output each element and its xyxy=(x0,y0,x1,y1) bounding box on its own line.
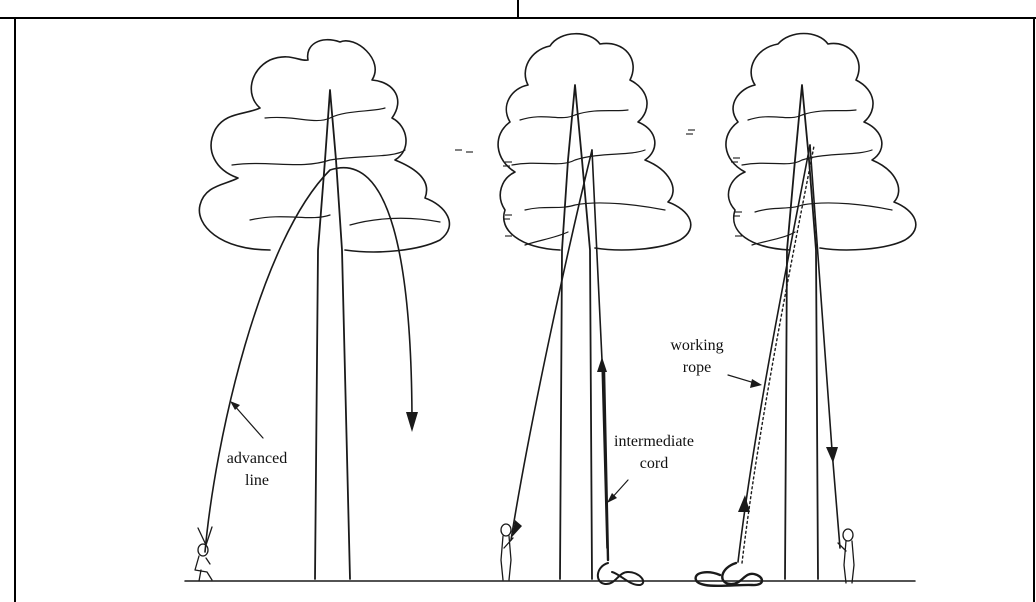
arrowhead-intermediate-cord-up xyxy=(597,357,607,372)
arrowhead-advanced-line-down xyxy=(406,412,418,432)
tree-1-trunk xyxy=(315,90,350,579)
tree-1-canopy xyxy=(199,40,449,252)
working-rope-callout xyxy=(728,375,762,388)
label-working-rope-1: working xyxy=(670,337,723,354)
cord-coil xyxy=(598,563,643,585)
label-working-rope-2: rope xyxy=(683,359,711,376)
label-intermediate-cord-2: cord xyxy=(640,455,668,472)
intermediate-cord-callout xyxy=(607,480,628,503)
arrowhead-working-rope-down xyxy=(826,447,838,463)
climber-3 xyxy=(838,529,854,583)
tree-1 xyxy=(199,40,449,579)
rope-coil xyxy=(696,563,762,586)
tree-2 xyxy=(455,34,691,579)
label-intermediate-cord-1: intermediate xyxy=(614,433,694,450)
intermediate-cord xyxy=(511,150,643,585)
label-advanced-line-1: advanced xyxy=(227,450,287,467)
advanced-line-callout xyxy=(230,401,263,438)
climber-1 xyxy=(195,544,212,581)
tree-3-canopy xyxy=(726,34,916,251)
label-advanced-line-2: line xyxy=(245,472,269,489)
climber-2 xyxy=(501,524,513,580)
advanced-line xyxy=(198,168,418,552)
tree-3 xyxy=(686,34,916,580)
arrowhead-working-rope-up xyxy=(738,495,750,512)
tree-3-trunk xyxy=(785,85,818,579)
